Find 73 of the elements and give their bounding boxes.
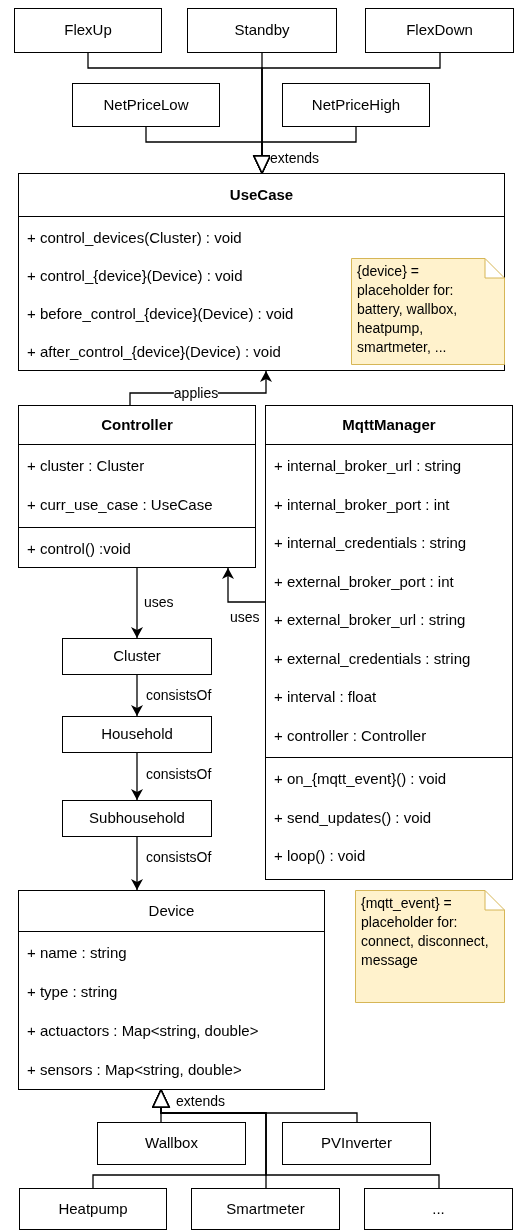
class-member: + control() :void: [27, 539, 131, 560]
class-name: FlexUp: [64, 20, 112, 41]
edge-label: consistsOf: [146, 687, 212, 703]
class-name: Heatpump: [58, 1198, 128, 1219]
class-member: + sensors : Map<string, double>: [27, 1060, 242, 1081]
class-member: + control_devices(Cluster) : void: [27, 227, 242, 248]
class-box: [72, 83, 220, 127]
class-name: PVInverter: [321, 1133, 392, 1154]
class-member: + external_credentials : string: [274, 648, 471, 669]
class-box: [191, 1188, 340, 1230]
class-name: Controller: [101, 414, 173, 435]
class-box: [365, 8, 514, 53]
class-member: + before_control_{device}(Device) : void: [27, 303, 294, 324]
arrow: [131, 567, 143, 639]
edge-label: applies: [173, 385, 219, 401]
class-member: + internal_credentials : string: [274, 533, 467, 553]
edge-label: consistsOf: [146, 849, 212, 865]
class-name: Subhousehold: [89, 808, 185, 829]
class-box: [14, 8, 162, 53]
class-box: [62, 800, 212, 837]
class-box: [265, 405, 513, 880]
class-member: + loop() : void: [274, 846, 366, 866]
class-member: + cluster : Cluster: [27, 456, 145, 477]
class-member: + external_broker_url : string: [274, 610, 466, 630]
class-member: + controller : Controller: [274, 725, 427, 746]
class-name: NetPriceLow: [103, 94, 189, 115]
class-box: [62, 638, 212, 675]
class-name: Standby: [234, 20, 290, 41]
arrow: [131, 674, 143, 717]
class-box: [18, 405, 256, 568]
class-box: [282, 83, 430, 127]
class-member: + control_{device}(Device) : void: [27, 265, 243, 286]
class-box: [364, 1188, 513, 1230]
class-member: + send_updates() : void: [274, 807, 432, 828]
class-member: + interval : float: [274, 687, 377, 707]
note: [355, 890, 505, 1003]
edge-label: consistsOf: [146, 766, 212, 782]
class-box: [97, 1122, 246, 1165]
class-name: Wallbox: [145, 1133, 198, 1154]
class-member: + external_broker_port : int: [274, 571, 454, 592]
class-member: + on_{mqtt_event}() : void: [274, 769, 447, 789]
class-name: Household: [101, 724, 173, 745]
class-member: + internal_broker_url : string: [274, 456, 462, 476]
class-name: UseCase: [229, 184, 294, 205]
edge-label: extends: [270, 150, 320, 166]
inheritance-arrow: [152, 1089, 440, 1189]
class-name: Smartmeter: [226, 1198, 305, 1219]
class-box: [282, 1122, 431, 1165]
class-box: [19, 1188, 167, 1230]
edge-label: extends: [176, 1093, 226, 1109]
class-member: + name : string: [27, 943, 127, 964]
class-member: + after_control_{device}(Device) : void: [27, 341, 281, 362]
class-member: + actuactors : Map<string, double>: [27, 1021, 259, 1042]
arrow: [222, 567, 266, 603]
class-box: [18, 173, 505, 371]
note: [351, 258, 505, 365]
class-box: [187, 8, 337, 53]
class-box: [18, 890, 325, 1090]
note-text: {mqtt_event} = placeholder for: connect, disconnect, message: [361, 894, 490, 970]
class-member: + internal_broker_port : int: [274, 494, 450, 515]
inheritance-arrow: [253, 126, 357, 174]
class-name: Cluster: [113, 646, 161, 667]
note-text: {device} = placeholder for: battery, wallbox, heatpump, smartmeter, ...: [357, 262, 459, 357]
class-member: + curr_use_case : UseCase: [27, 495, 213, 516]
class-name: NetPriceHigh: [311, 94, 401, 115]
class-name: ...: [432, 1198, 445, 1219]
class-name: Device: [148, 900, 195, 921]
class-member: + type : string: [27, 982, 118, 1003]
class-name: MqttManager: [342, 414, 436, 435]
arrow: [131, 752, 143, 801]
class-name: FlexDown: [406, 20, 473, 41]
class-box: [62, 716, 212, 753]
arrow: [131, 836, 143, 891]
